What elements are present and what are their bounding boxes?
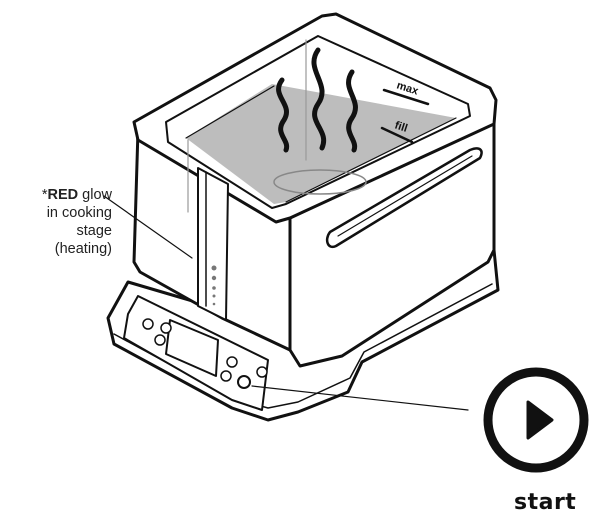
indicator-dot-2 [212,276,216,280]
panel-button-6[interactable] [257,367,267,377]
callout-line-3: stage [2,222,112,240]
callout-line-1: *RED glow [2,186,112,204]
indicator-dot-5 [213,303,216,306]
panel-start-button[interactable] [238,376,250,388]
panel-button-3[interactable] [155,335,165,345]
panel-button-1[interactable] [143,319,153,329]
callout-line-1-rest: glow [78,187,112,203]
callout-line-4: (heating) [2,240,112,258]
panel-button-4[interactable] [227,357,237,367]
panel-button-2[interactable] [161,323,171,333]
indicator-strip [198,168,228,320]
indicator-dot-4 [213,295,216,298]
red-glow-callout: *RED glow in cooking stage (heating) [2,186,112,258]
indicator-dot-1 [212,266,217,271]
callout-red-emphasis: RED [48,187,79,203]
callout-line-2: in cooking [2,204,112,222]
start-label: start [514,490,576,515]
panel-button-5[interactable] [221,371,231,381]
indicator-dot-3 [212,286,216,290]
